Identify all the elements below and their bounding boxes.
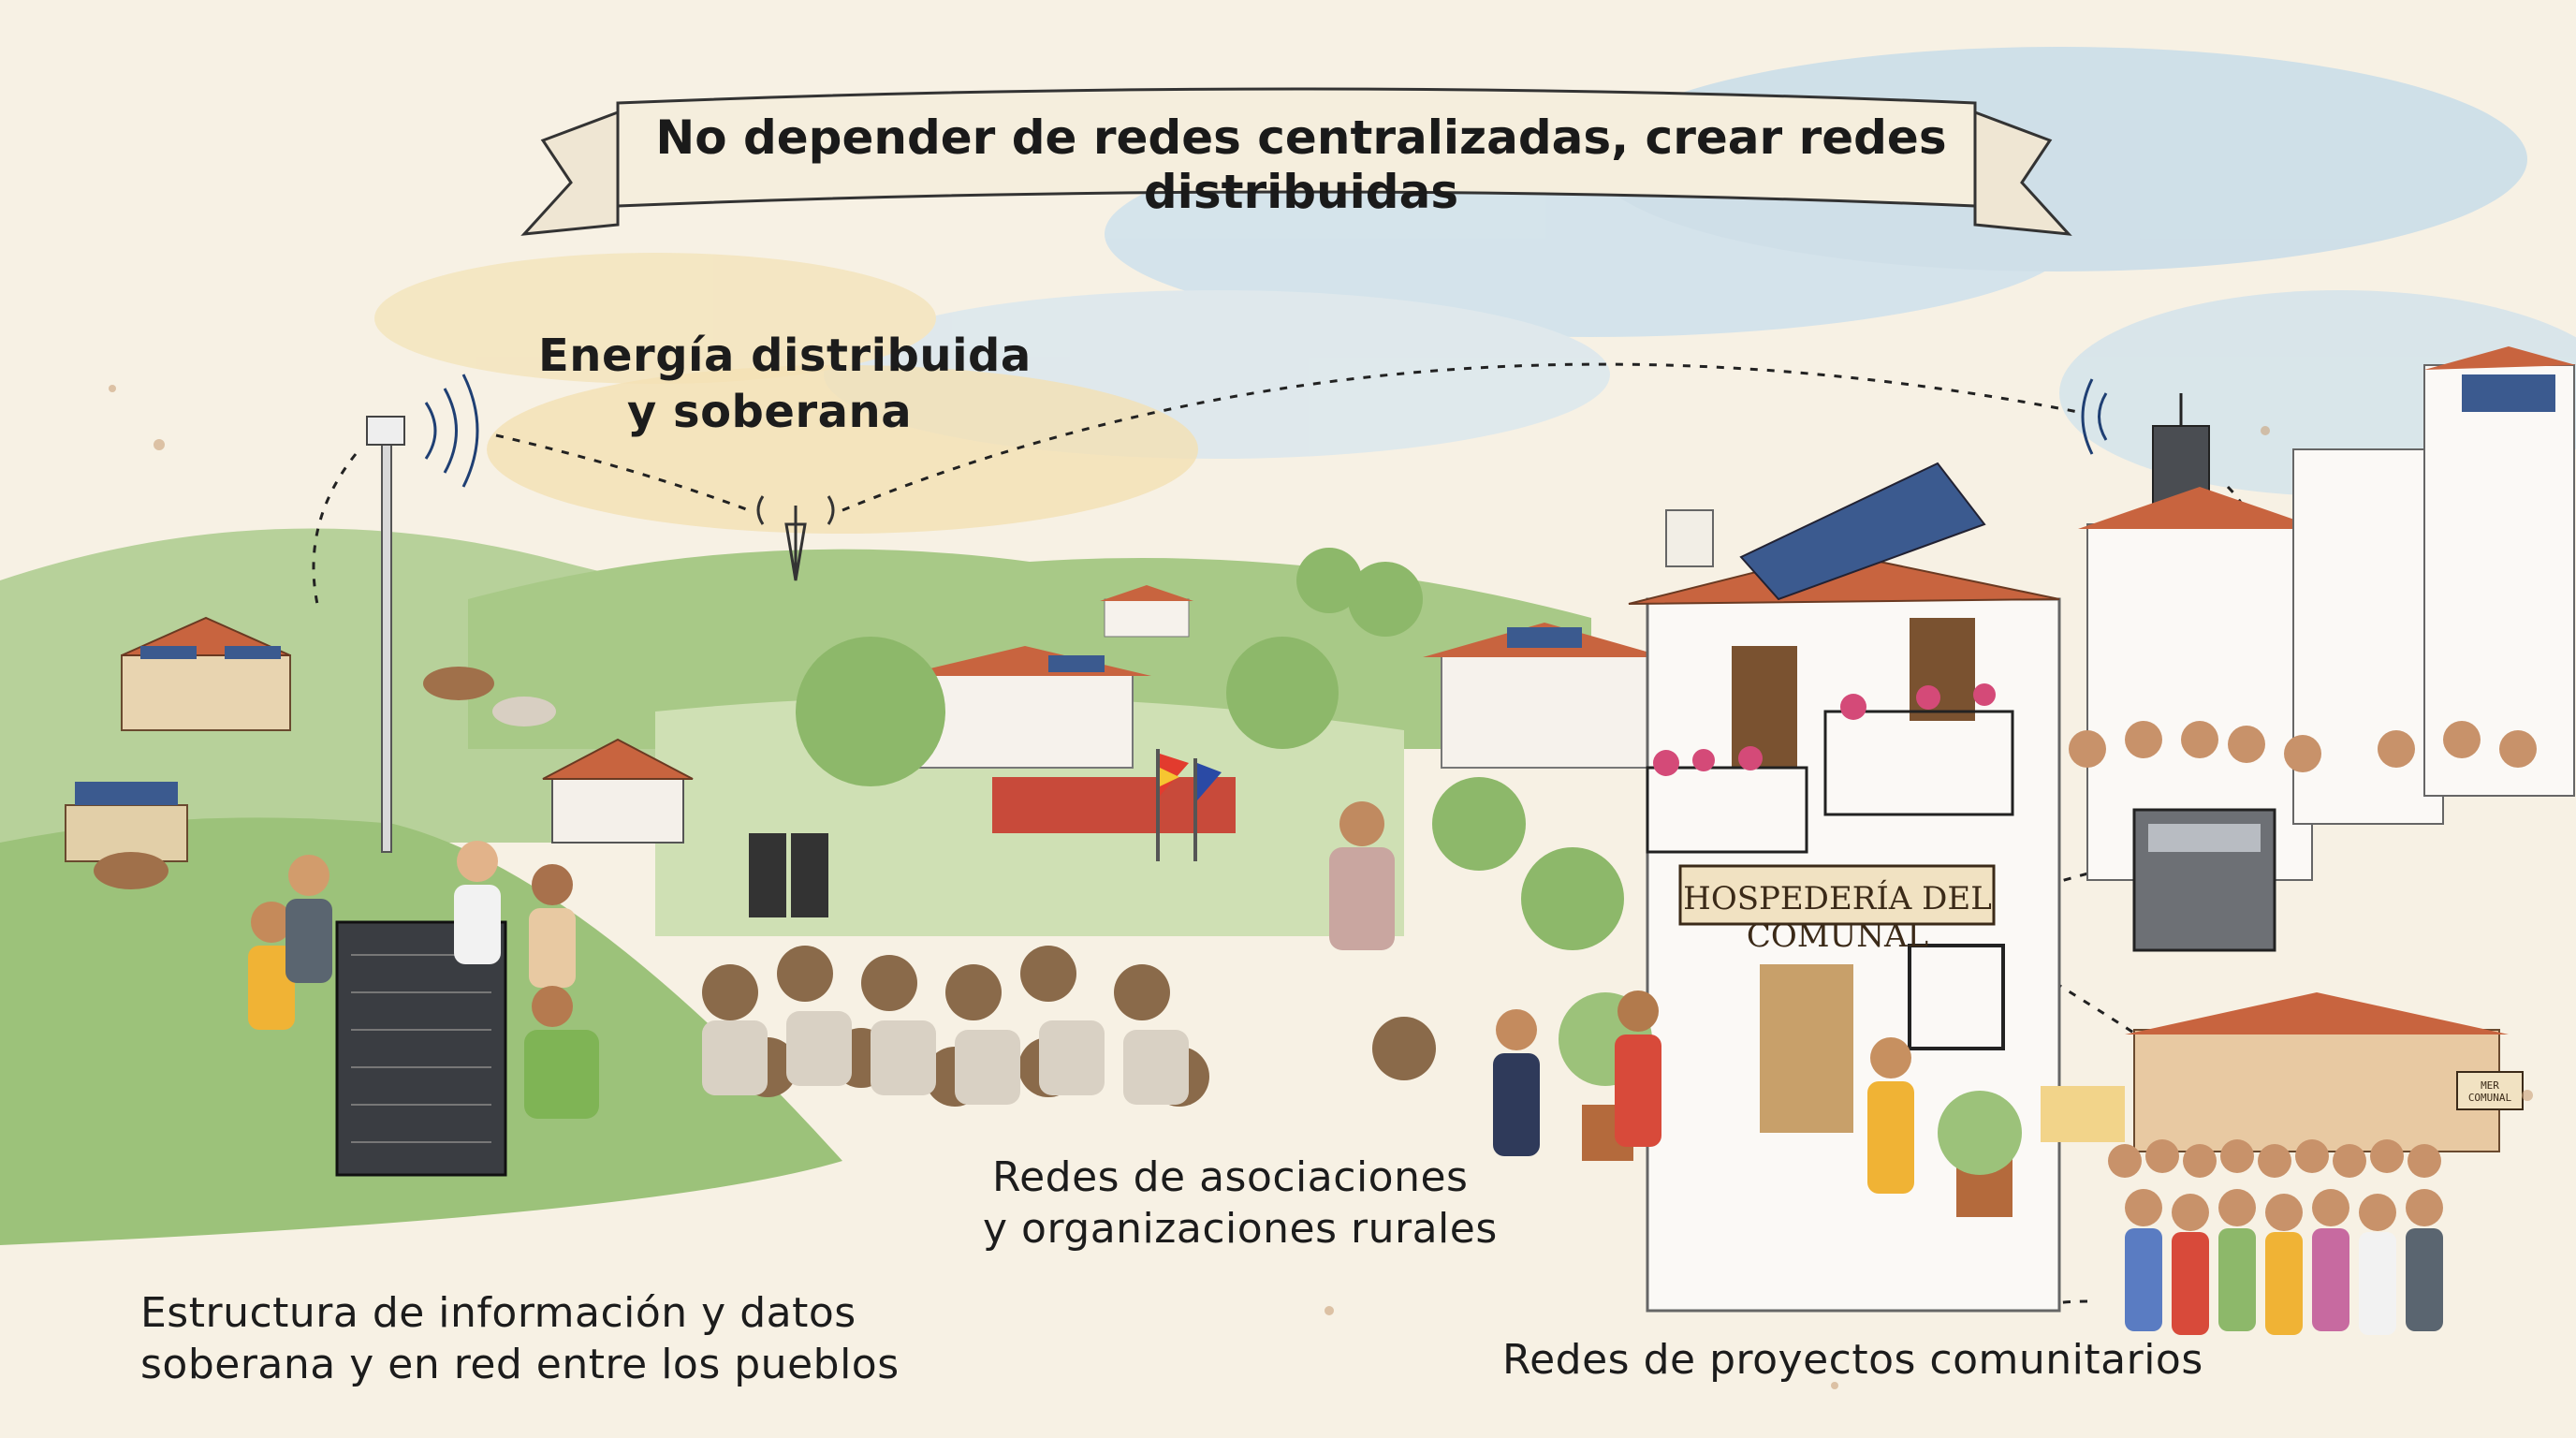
banner-title: No depender de redes centralizadas, crea… bbox=[655, 110, 1947, 219]
wifi-signals bbox=[424, 374, 2108, 488]
hospederia-building bbox=[1493, 462, 2061, 1313]
audience-crowd bbox=[702, 674, 1436, 1107]
school-building bbox=[121, 616, 291, 731]
paint-splatters bbox=[109, 385, 2533, 1389]
label-energy-line2: y soberana bbox=[627, 386, 913, 438]
hospederia-sign-board bbox=[1678, 864, 1996, 926]
label-energy-line1: Energía distribuida bbox=[538, 330, 1032, 382]
people-right-group bbox=[2069, 721, 2537, 772]
label-associations-line1: Redes de asociaciones bbox=[992, 1153, 1469, 1201]
antenna-mast bbox=[366, 416, 405, 853]
label-data-line2: soberana y en red entre los pueblos bbox=[140, 1341, 900, 1388]
small-sign-board bbox=[2456, 1071, 2524, 1110]
label-community-projects: Redes de proyectos comunitarios bbox=[1502, 1336, 2203, 1384]
hospederia-sign-text: HOSPEDERÍA DEL COMUNAL bbox=[1683, 880, 1992, 955]
banner-ribbon bbox=[520, 87, 2072, 236]
street-buildings bbox=[2078, 346, 2576, 881]
flags bbox=[1156, 749, 1222, 861]
radio-tower bbox=[756, 495, 835, 581]
cows bbox=[94, 667, 556, 889]
label-data-structure: Estructura de información y datos sobera… bbox=[140, 1287, 900, 1390]
label-data-line1: Estructura de información y datos bbox=[140, 1289, 856, 1337]
label-associations: Redes de asociaciones y organizaciones r… bbox=[983, 1152, 1498, 1255]
solar-shed bbox=[65, 782, 188, 862]
small-sign-text: MER COMUNAL bbox=[2467, 1079, 2512, 1104]
label-associations-line2: y organizaciones rurales bbox=[983, 1205, 1498, 1253]
farmhouse bbox=[542, 738, 694, 844]
people-data-group bbox=[248, 841, 599, 1119]
trees bbox=[796, 548, 1624, 950]
community-server bbox=[2132, 808, 2276, 952]
hospederia-people bbox=[1493, 990, 1914, 1194]
town-houses bbox=[899, 585, 1666, 769]
crowd-bottom-right bbox=[2108, 1139, 2443, 1335]
label-energy: Energía distribuida y soberana bbox=[538, 328, 1032, 440]
palace bbox=[2041, 992, 2509, 1152]
